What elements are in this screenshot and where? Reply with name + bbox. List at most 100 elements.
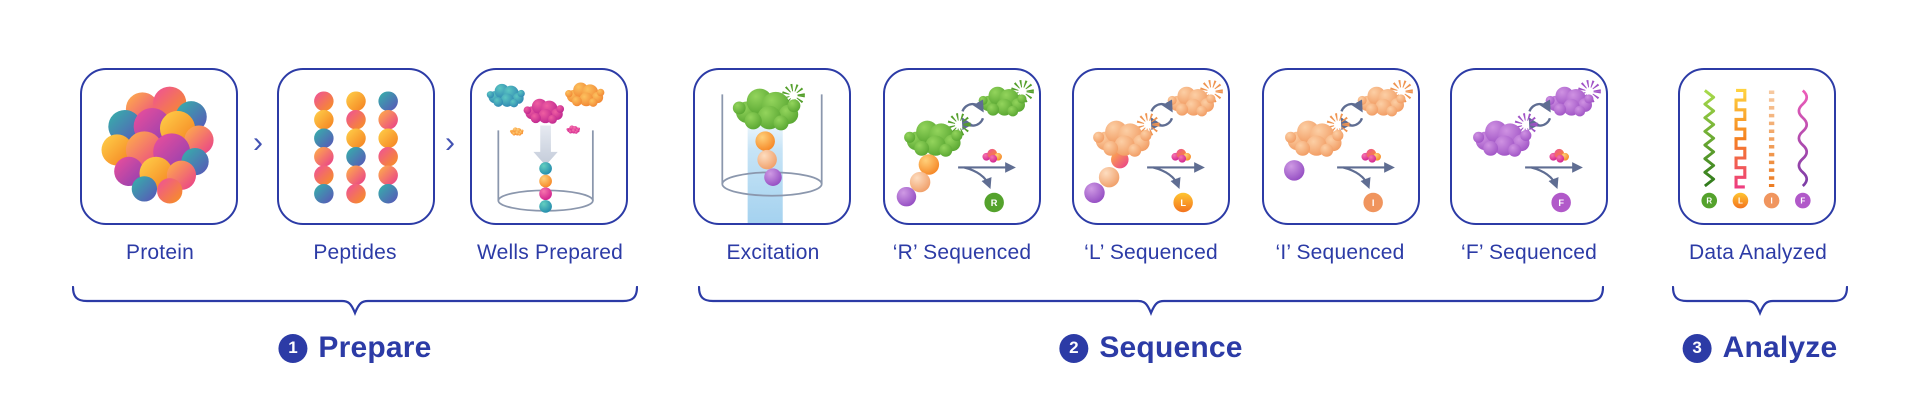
badge-f-letter: F (1558, 198, 1564, 208)
amino-sphere (1084, 182, 1105, 204)
brace-sequence (698, 286, 1604, 316)
tiny-cloud (509, 127, 524, 136)
trace-f-sinewave (1797, 89, 1809, 187)
fork-arrow-icon (958, 167, 1013, 186)
phase-analyze: 3 Analyze (1682, 331, 1838, 365)
mini-cloud (1549, 148, 1569, 163)
wells-prepared-illustration (486, 82, 605, 213)
phase-label: Sequence (1099, 331, 1243, 364)
peptide-strands-illustration (314, 91, 398, 204)
trace-r-zigzag (1703, 89, 1716, 188)
phase-label: Prepare (318, 331, 432, 364)
amino-sphere (764, 168, 782, 186)
badge-r-letter: R (1706, 197, 1712, 206)
excitation-illustration (721, 70, 823, 223)
phase-sequence: 2 Sequence (1059, 331, 1242, 365)
card-peptides (277, 68, 435, 225)
badge-l (1173, 192, 1193, 213)
trace-l-squarewave (1734, 88, 1747, 189)
phase-prepare: 1 Prepare (278, 331, 431, 365)
step-label-r-sequenced: ‘R’ Sequenced (892, 241, 1032, 264)
step-label-i-sequenced: ‘I’ Sequenced (1275, 241, 1405, 264)
card-excitation (693, 68, 851, 225)
amino-sphere (918, 154, 940, 175)
recognizer-cloud (1285, 120, 1344, 157)
badge-l-letter: L (1738, 197, 1743, 206)
badge-i (1363, 192, 1383, 213)
badge-l-letter: L (1180, 198, 1186, 208)
cycle-icon (1529, 104, 1549, 126)
recognizer-cloud (1545, 86, 1594, 117)
burst-icon (1140, 117, 1156, 133)
cycle-icon (1151, 104, 1171, 126)
mini-cloud (982, 148, 1002, 163)
card-r-sequenced: R (883, 68, 1041, 225)
step-label-f-sequenced: ‘F’ Sequenced (1460, 241, 1598, 264)
i-sequenced-illustration: I (1283, 70, 1418, 213)
badge-i (1763, 192, 1780, 209)
recognizer-cloud (1357, 86, 1406, 117)
data-analyzed-illustration: R L I F (1701, 88, 1811, 209)
badge-f (1551, 192, 1571, 213)
amino-sphere (1098, 166, 1120, 188)
badge-i-letter: I (1372, 198, 1375, 208)
cycle-icon (962, 104, 982, 126)
badge-l (1732, 192, 1749, 209)
phase-number-badge: 3 (1682, 333, 1712, 363)
fork-arrow-icon (1147, 167, 1202, 186)
badge-r (984, 192, 1004, 213)
phase-number-badge: 2 (1059, 333, 1089, 363)
card-data-analyzed: R L I F (1678, 68, 1836, 225)
f-sequenced-illustration: F (1473, 70, 1606, 213)
phase-number-badge: 1 (278, 333, 308, 363)
burst-icon (951, 117, 967, 133)
down-arrow-icon (533, 125, 558, 166)
amino-sphere (755, 131, 775, 151)
magenta-cloud (523, 98, 565, 124)
step-label-data-analyzed: Data Analyzed (1688, 241, 1828, 264)
amino-sphere (896, 186, 917, 207)
phase-label: Analyze (1722, 331, 1838, 364)
card-f-sequenced: F (1450, 68, 1608, 225)
step-label-excitation: Excitation (726, 241, 820, 264)
cycle-icon (1341, 104, 1361, 126)
brace-prepare (72, 286, 638, 316)
amino-sphere (757, 149, 777, 170)
card-protein (80, 68, 238, 225)
step-label-peptides: Peptides (313, 241, 397, 264)
peptide-strand (378, 91, 398, 204)
chevron-right-icon: › (445, 126, 455, 159)
badge-f-letter: F (1800, 197, 1805, 206)
amino-sphere (1283, 160, 1305, 181)
recognizer-cloud (1167, 86, 1216, 117)
card-wells-prepared (470, 68, 628, 225)
brace-analyze (1672, 286, 1848, 316)
recognizer-cloud (978, 86, 1027, 117)
l-sequenced-illustration: L (1084, 70, 1228, 213)
peptide-strand (346, 91, 366, 204)
card-i-sequenced: I (1262, 68, 1420, 225)
amino-sphere (909, 171, 931, 193)
fork-arrow-icon (1337, 167, 1392, 186)
badge-i-letter: I (1771, 197, 1773, 206)
r-sequenced-illustration: R (896, 70, 1039, 213)
step-label-wells-prepared: Wells Prepared (477, 241, 623, 264)
peptide-strand (314, 91, 334, 204)
teal-cloud (486, 83, 525, 108)
card-l-sequenced: L (1072, 68, 1230, 225)
orange-cloud (565, 82, 605, 107)
badge-r-letter: R (991, 198, 998, 208)
step-label-l-sequenced: ‘L’ Sequenced (1084, 241, 1218, 264)
fork-arrow-icon (1525, 167, 1580, 186)
step-label-protein: Protein (126, 241, 194, 264)
mini-cloud (1361, 148, 1381, 163)
tiny-cloud (566, 125, 581, 134)
dye-cloud (732, 88, 801, 131)
badge-r (1701, 192, 1718, 209)
recognizer-cloud (1473, 120, 1532, 157)
badge-f (1795, 192, 1811, 209)
protein-cluster-illustration (101, 86, 214, 204)
peptide-drop-stack (539, 162, 552, 213)
mini-cloud (1171, 148, 1191, 163)
